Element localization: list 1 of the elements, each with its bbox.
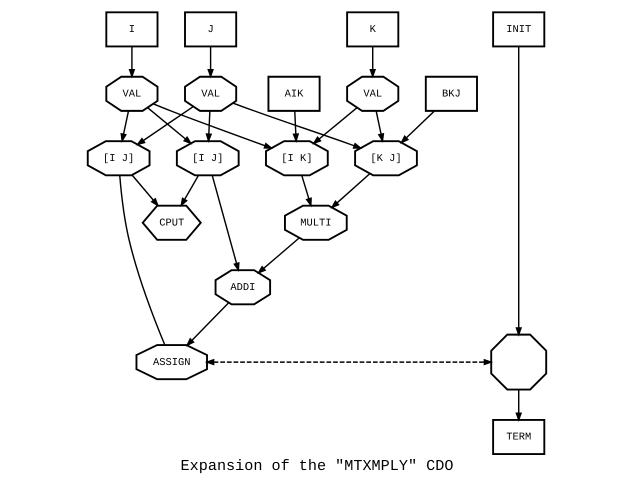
caption: Expansion of the "MTXMPLY" CDO	[180, 456, 454, 475]
